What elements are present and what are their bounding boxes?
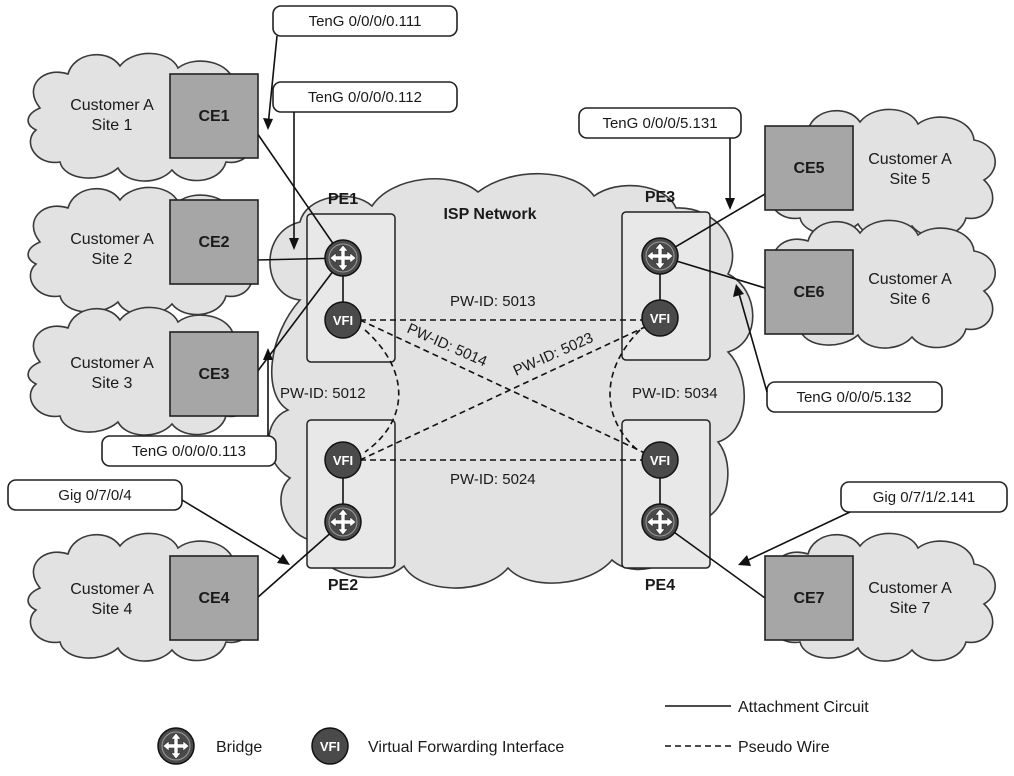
pe4-bridge-icon <box>641 503 679 541</box>
pe1-bridge-icon <box>324 239 362 277</box>
callout-131-label: TenG 0/0/0/5.131 <box>602 115 717 132</box>
callout-gig-pe4-box <box>840 481 1008 513</box>
pe4-label: PE4 <box>645 577 675 594</box>
callout-113-box <box>101 435 277 467</box>
ce3-label: CE3 <box>198 366 229 383</box>
legend-bridge-icon <box>157 727 195 765</box>
pw-5034-line <box>609 329 641 453</box>
callout-gig-pe2-arrowhead <box>277 554 290 565</box>
ce6-box <box>764 249 854 335</box>
pe1-vfi-node: VFI <box>324 301 362 339</box>
legend-attachment-circuit-label: Attachment Circuit <box>738 699 869 716</box>
pe4-box <box>621 419 711 569</box>
pw-5034-label: PW-ID: 5034 <box>632 385 718 402</box>
callout-112-label: TenG 0/0/0/0.112 <box>308 89 422 106</box>
pe3-bridge-icon <box>641 237 679 275</box>
pe4-vfi-node: VFI <box>641 441 679 479</box>
pe1-label: PE1 <box>328 191 358 208</box>
pe2-vfi-node: VFI <box>324 441 362 479</box>
pe3-label: PE3 <box>645 189 675 206</box>
callout-131-box <box>578 107 742 139</box>
callout-113-label: TenG 0/0/0/0.113 <box>132 443 246 460</box>
legend-bridge-label: Bridge <box>216 739 262 756</box>
svg-text:VFI: VFI <box>333 313 353 328</box>
pe3-vfi-node: VFI <box>641 299 679 337</box>
ac-ce4-pe2 <box>256 521 344 599</box>
ac-ce5-pe3 <box>659 193 766 257</box>
ce3-box <box>169 331 259 417</box>
ac-ce7-pe4 <box>659 521 766 599</box>
callout-gig-pe4-arrow <box>743 511 851 563</box>
pe2-bridge-icon <box>324 503 362 541</box>
svg-text:VFI: VFI <box>650 311 670 326</box>
pw-5012-line <box>364 329 400 453</box>
ce2-box <box>169 199 259 285</box>
callout-111-label: TenG 0/0/0/0.111 <box>309 13 422 30</box>
callout-132-arrowhead <box>733 284 744 297</box>
pw-5023-line <box>359 319 661 461</box>
ac-ce1-pe1 <box>256 132 344 259</box>
callout-gig-pe2-label: Gig 0/7/0/4 <box>58 487 131 504</box>
pw-5012-label: PW-ID: 5012 <box>280 385 366 402</box>
ce7-box <box>764 555 854 641</box>
legend-vfi-label: Virtual Forwarding Interface <box>368 739 564 756</box>
callout-gig-pe2-box <box>7 479 183 511</box>
callout-132-label: TenG 0/0/0/5.132 <box>796 389 911 406</box>
callout-112-arrowhead <box>289 238 299 250</box>
pe2-label: PE2 <box>328 577 358 594</box>
ce2-label: CE2 <box>198 234 229 251</box>
ac-ce3-pe1 <box>256 257 344 373</box>
pw-5013-label: PW-ID: 5013 <box>450 293 536 310</box>
ce7-label: CE7 <box>793 590 824 607</box>
callout-132-box <box>766 381 943 413</box>
ce5-label: CE5 <box>793 160 824 177</box>
callout-131-arrowhead <box>725 198 735 210</box>
legend-vfi-icon: VFI <box>311 727 349 765</box>
ce6-label: CE6 <box>793 284 824 301</box>
ce1-box <box>169 73 259 159</box>
callout-111-arrowhead <box>263 118 273 130</box>
ce5-box <box>764 125 854 211</box>
pw-5024-label: PW-ID: 5024 <box>450 471 536 488</box>
pe2-box <box>306 419 396 569</box>
callout-112-box <box>272 81 458 113</box>
ce1-label: CE1 <box>198 108 229 125</box>
callout-113-arrowhead <box>263 348 273 360</box>
callout-gig-pe2-arrow <box>181 499 286 563</box>
svg-text:VFI: VFI <box>333 453 353 468</box>
callout-gig-pe4-label: Gig 0/7/1/2.141 <box>873 489 976 506</box>
legend-pseudo-wire-label: Pseudo Wire <box>738 739 830 756</box>
callout-132-arrow <box>737 289 768 393</box>
ce4-box <box>169 555 259 641</box>
ce4-label: CE4 <box>198 590 229 607</box>
svg-text:VFI: VFI <box>650 453 670 468</box>
callout-111-arrow <box>267 35 278 127</box>
callout-gig-pe4-arrowhead <box>738 555 751 566</box>
callout-111-box <box>272 5 458 37</box>
isp-network-label: ISP Network <box>443 206 536 223</box>
svg-text:VFI: VFI <box>320 739 340 754</box>
